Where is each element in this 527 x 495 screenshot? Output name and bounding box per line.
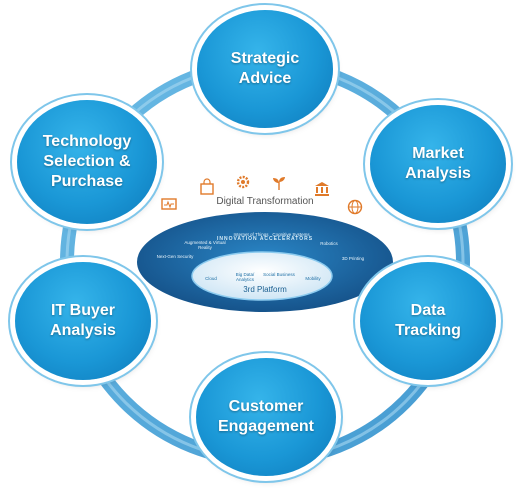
gear-icon (236, 175, 250, 189)
platform-item: Social Business (263, 272, 295, 277)
platform-glow (191, 251, 333, 301)
accelerator-label: Augmented & Virtual Reality (184, 240, 226, 250)
node-label: Market Analysis (405, 145, 471, 182)
shopping-bag-icon (200, 178, 214, 195)
platform-item: Mobility (305, 276, 321, 281)
innovation-accelerators-label: INNOVATION ACCELERATORS (216, 236, 314, 242)
node-it-buyer-analysis: IT Buyer Analysis (15, 262, 151, 380)
node-data-tracking: Data Tracking (360, 262, 496, 380)
node-technology-selection: Technology Selection & Purchase (17, 100, 157, 224)
accelerator-label: 3D Printing (341, 256, 365, 261)
platform-item: Cloud (205, 276, 217, 281)
node-label: Technology Selection & Purchase (42, 133, 132, 190)
accelerator-label: Robotics (320, 241, 338, 246)
accelerator-label: Next-Gen Security (156, 254, 194, 259)
node-customer-engagement: Customer Engagement (196, 358, 336, 476)
monitor-icon (161, 198, 177, 210)
node-label: Customer Engagement (217, 398, 314, 435)
accelerator-label: Internet of Things (233, 232, 269, 237)
plant-icon (273, 177, 285, 190)
node-market-analysis: Market Analysis (370, 105, 506, 223)
bank-icon (315, 182, 329, 196)
platform-ellipse (192, 252, 332, 300)
accelerator-label: Cognitive Systems (272, 232, 310, 237)
digital-transformation-title: Digital Transformation (216, 196, 314, 207)
node-label: Data Tracking (395, 302, 461, 339)
node-label: Strategic Advice (230, 50, 300, 87)
node-label: IT Buyer Analysis (50, 302, 116, 339)
globe-icon (347, 199, 363, 215)
platform-item: Big Data/ Analytics (235, 272, 255, 282)
platform-label: 3rd Platform (243, 285, 287, 294)
node-strategic-advice: Strategic Advice (197, 10, 333, 128)
